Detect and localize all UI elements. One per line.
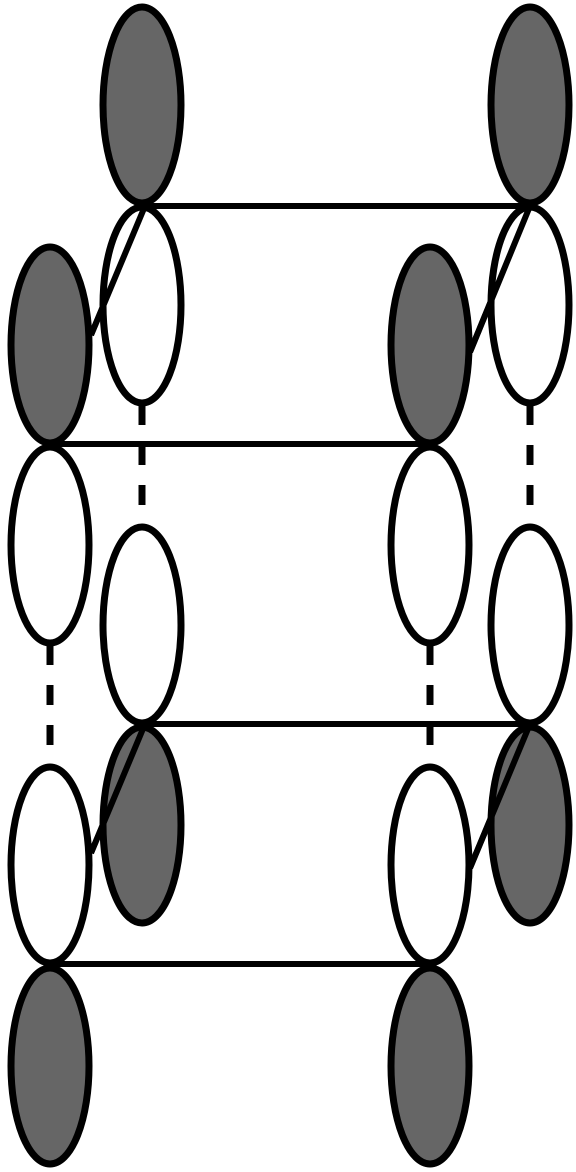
lobe-left-back-lower-filled — [99, 723, 185, 927]
lobe-left-front-lower-empty — [7, 763, 93, 967]
lobe-left-front-bottom-filled — [7, 964, 93, 1168]
lobe-right-back-top-filled — [487, 3, 573, 207]
lobe-right-front-middle-empty — [387, 443, 473, 647]
lobes — [7, 3, 573, 1168]
lobe-left-back-middle-empty — [99, 523, 185, 727]
lobe-right-front-bottom-filled — [387, 964, 473, 1168]
lobe-left-back-top-filled — [99, 3, 185, 207]
diagonal-overlay-right-lower — [467, 722, 533, 870]
diagonal-overlay-right-upper — [467, 204, 533, 354]
lobe-left-front-upper-filled — [7, 243, 93, 447]
diagonal-overlays — [88, 204, 533, 870]
lobe-right-back-middle-empty — [487, 523, 573, 727]
lobe-right-back-lower-filled — [487, 723, 573, 927]
lobe-right-front-lower-empty — [387, 763, 473, 967]
diagonal-overlay-left-lower — [88, 722, 148, 855]
lobe-left-front-middle-empty — [7, 443, 93, 647]
lobe-right-front-upper-filled — [387, 243, 473, 447]
diagonal-overlay-left-upper — [88, 204, 148, 337]
lobe-left-back-upper-empty — [99, 203, 185, 407]
lobe-right-back-upper-empty — [487, 203, 573, 407]
